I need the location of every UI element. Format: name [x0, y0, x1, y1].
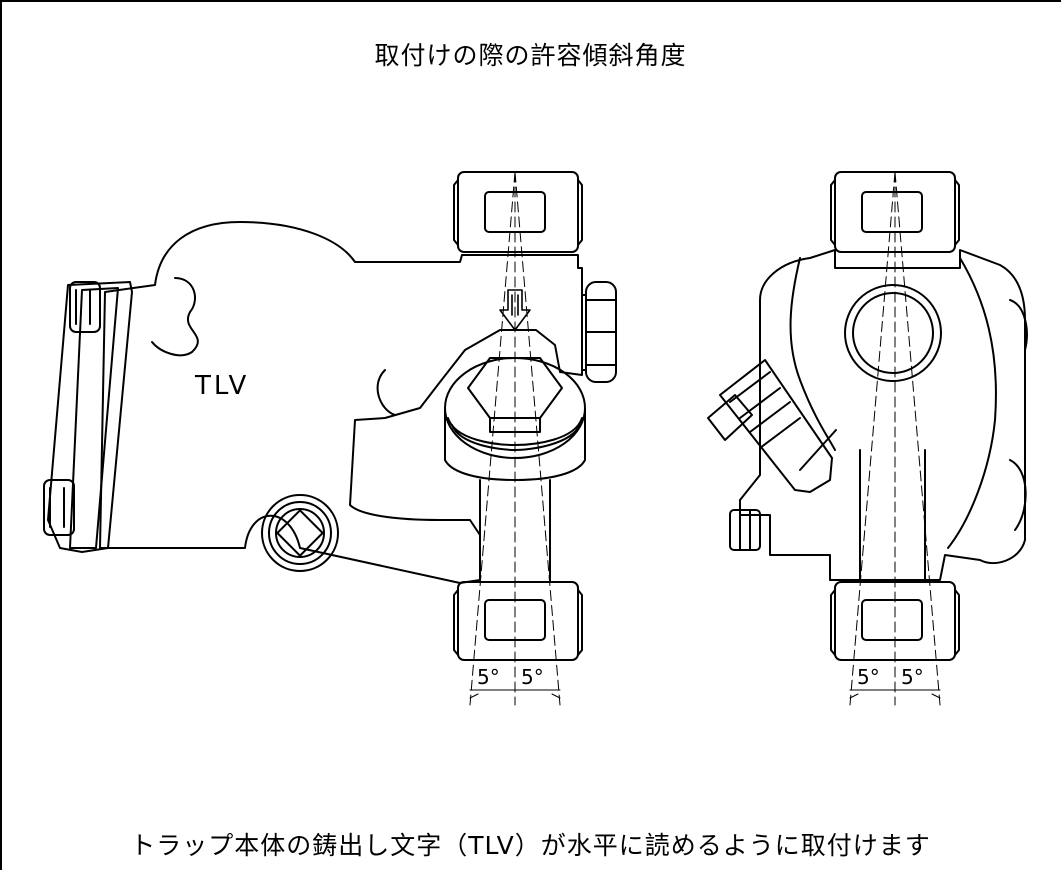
diagram-title: 取付けの際の許容傾斜角度 [374, 41, 687, 70]
right-trap-front-view: 5° 5° [707, 171, 1028, 706]
left-angle-right-label: 5° [521, 665, 544, 689]
right-angle-left-label: 5° [857, 665, 880, 689]
left-angle-left-label: 5° [477, 665, 500, 689]
right-angle-right-label: 5° [901, 665, 924, 689]
tlv-cast-lettering: TLV [194, 371, 249, 401]
installation-note: トラップ本体の鋳出し文字（TLV）が水平に読めるように取付けます [130, 831, 931, 860]
left-trap-side-view: TLV [43, 171, 617, 706]
flow-arrow-icon [499, 289, 531, 331]
